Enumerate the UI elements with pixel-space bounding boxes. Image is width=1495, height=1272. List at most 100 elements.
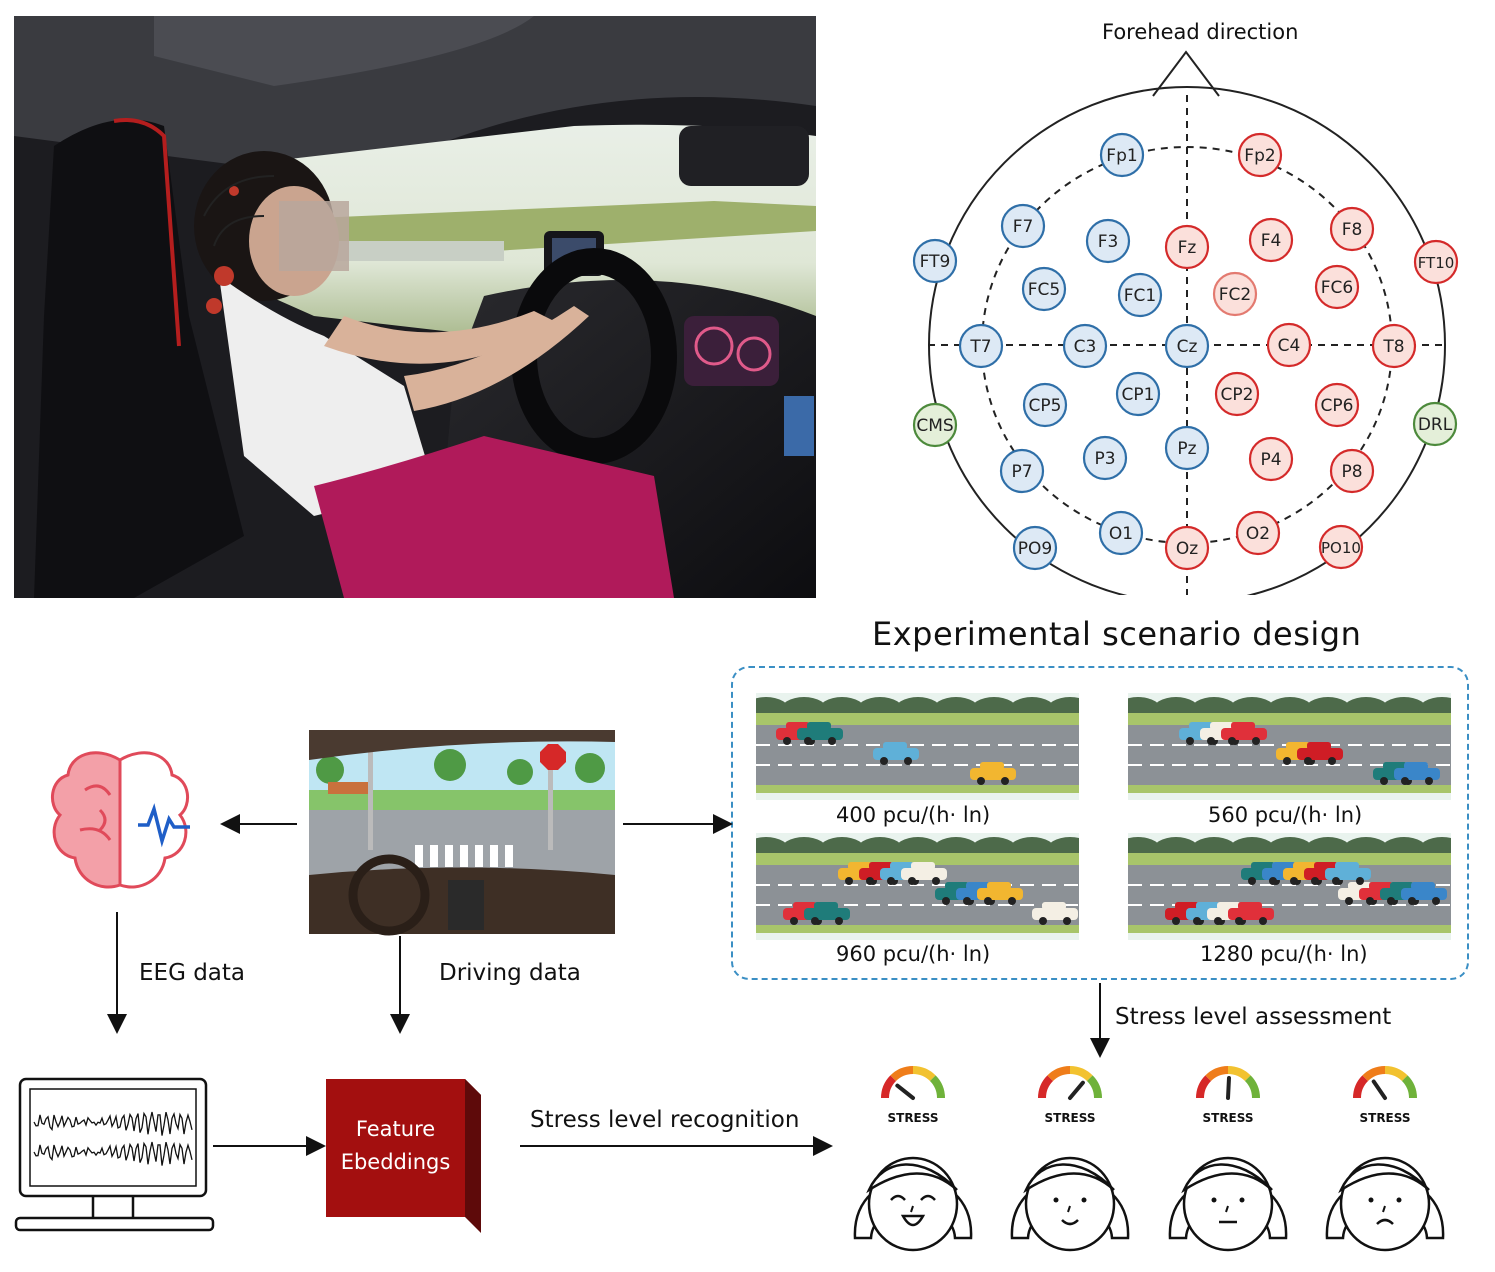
car-icon	[1228, 902, 1274, 925]
traffic-panel-560	[1114, 693, 1466, 800]
feature-line2: Ebeddings	[340, 1150, 451, 1174]
faces-layer: STRESS STRESS STRESS STRESS	[853, 1066, 1445, 1252]
electrode-label: DRL	[1418, 415, 1453, 435]
electrode-fp2: Fp2	[1237, 132, 1283, 178]
electrode-fc2: FC2	[1212, 271, 1258, 317]
electrode-label: FC6	[1321, 278, 1353, 298]
traffic-scene-400	[742, 693, 1094, 800]
car-icon	[1297, 742, 1343, 765]
panel-label-1280: 1280 pcu/(h· ln)	[1200, 942, 1368, 966]
stress-word: STRESS	[887, 1111, 938, 1125]
electrode-label: FC1	[1124, 286, 1156, 306]
electrode-cp1: CP1	[1115, 371, 1161, 417]
electrode-label: Cz	[1177, 337, 1198, 357]
electrode-p3: P3	[1082, 435, 1128, 481]
brain-icon	[51, 751, 190, 889]
electrode-label: CP5	[1029, 396, 1062, 416]
stress-face-2: STRESS	[1010, 1066, 1130, 1252]
driver-photo-illustration	[14, 16, 816, 598]
gauge-needle	[895, 1083, 915, 1100]
electrode-label: C3	[1074, 337, 1097, 357]
electrode-label: F7	[1013, 217, 1034, 237]
stress-face-3: STRESS	[1168, 1066, 1288, 1252]
electrode-f8: F8	[1329, 206, 1375, 252]
electrode-fp1: Fp1	[1099, 132, 1145, 178]
electrode-label: CP1	[1122, 385, 1155, 405]
electrode-label: F8	[1342, 220, 1363, 240]
traffic-panel-1280	[1114, 833, 1466, 940]
electrode-f7: F7	[1000, 203, 1046, 249]
electrode-c3: C3	[1062, 323, 1108, 369]
electrode-label: O2	[1246, 524, 1270, 544]
electrode-label: F3	[1098, 232, 1119, 252]
electrode-label: CP2	[1221, 385, 1254, 405]
electrode-cp5: CP5	[1022, 382, 1068, 428]
electrode-cp6: CP6	[1314, 382, 1360, 428]
gauge-needle	[1371, 1079, 1387, 1100]
stress-face-4: STRESS	[1325, 1066, 1445, 1252]
electrode-o2: O2	[1235, 510, 1281, 556]
electrode-pz: Pz	[1164, 425, 1210, 471]
driver-photo	[14, 16, 816, 598]
electrode-label: O1	[1109, 524, 1133, 544]
electrode-p4: P4	[1248, 436, 1294, 482]
panel-label-960: 960 pcu/(h· ln)	[836, 942, 991, 966]
electrode-fz: Fz	[1164, 224, 1210, 270]
car-icon	[1401, 882, 1447, 905]
traffic-panel-960	[742, 833, 1094, 940]
electrode-label: FT10	[1418, 254, 1455, 272]
electrode-o1: O1	[1098, 510, 1144, 556]
car-icon	[1394, 762, 1440, 785]
electrode-label: F4	[1261, 231, 1282, 251]
stress-word: STRESS	[1044, 1111, 1095, 1125]
electrode-label: P3	[1094, 449, 1115, 469]
eeg-data-label: EEG data	[139, 960, 246, 986]
electrode-oz: Oz	[1164, 525, 1210, 571]
stress-recognition-label: Stress level recognition	[530, 1107, 800, 1133]
electrode-label: P7	[1011, 462, 1032, 482]
car-icon	[901, 862, 947, 885]
electrode-t7: T7	[958, 323, 1004, 369]
electrode-label: Fz	[1178, 238, 1197, 258]
electrode-label: PO10	[1321, 539, 1361, 557]
car-icon	[804, 902, 850, 925]
electrode-f3: F3	[1085, 218, 1131, 264]
electrode-label: Fp2	[1244, 146, 1275, 166]
electrode-label: CP6	[1321, 396, 1354, 416]
electrode-f4: F4	[1248, 217, 1294, 263]
electrode-label: Oz	[1176, 539, 1198, 559]
feature-line1: Feature	[355, 1117, 436, 1141]
electrode-c4: C4	[1266, 322, 1312, 368]
eeg-monitor-icon	[14, 1077, 215, 1232]
driving-simulator-scene	[309, 730, 615, 936]
traffic-panel-400	[742, 693, 1094, 800]
gauge-needle	[1068, 1080, 1085, 1100]
electrode-label: P4	[1260, 450, 1281, 470]
car-icon	[1032, 902, 1078, 925]
stress-word: STRESS	[1202, 1111, 1253, 1125]
electrode-po9: PO9	[1012, 525, 1058, 571]
electrode-label: PO9	[1018, 539, 1052, 559]
gauge-needle	[1226, 1076, 1231, 1100]
panel-label-560: 560 pcu/(h· ln)	[1208, 803, 1363, 827]
electrode-label: T7	[969, 337, 991, 357]
electrode-label: CMS	[916, 416, 953, 436]
traffic-scene-960	[742, 833, 1094, 940]
car-icon	[1325, 862, 1371, 885]
stress-face-1: STRESS	[853, 1066, 973, 1252]
feature-embeddings-cube	[326, 1079, 481, 1233]
driving-data-label: Driving data	[439, 960, 581, 986]
panel-label-400: 400 pcu/(h· ln)	[836, 803, 991, 827]
electrode-p7: P7	[999, 448, 1045, 494]
electrode-cp2: CP2	[1214, 371, 1260, 417]
electrode-label: C4	[1278, 336, 1301, 356]
electrode-ft9: FT9	[912, 238, 958, 284]
electrode-label: P8	[1341, 462, 1362, 482]
electrode-cz: Cz	[1164, 323, 1210, 369]
car-icon	[977, 882, 1023, 905]
flow-diagram: STRESS STRESS STRESS STRESS	[14, 730, 1445, 1252]
electrode-fc5: FC5	[1021, 266, 1067, 312]
car-icon	[873, 742, 919, 765]
